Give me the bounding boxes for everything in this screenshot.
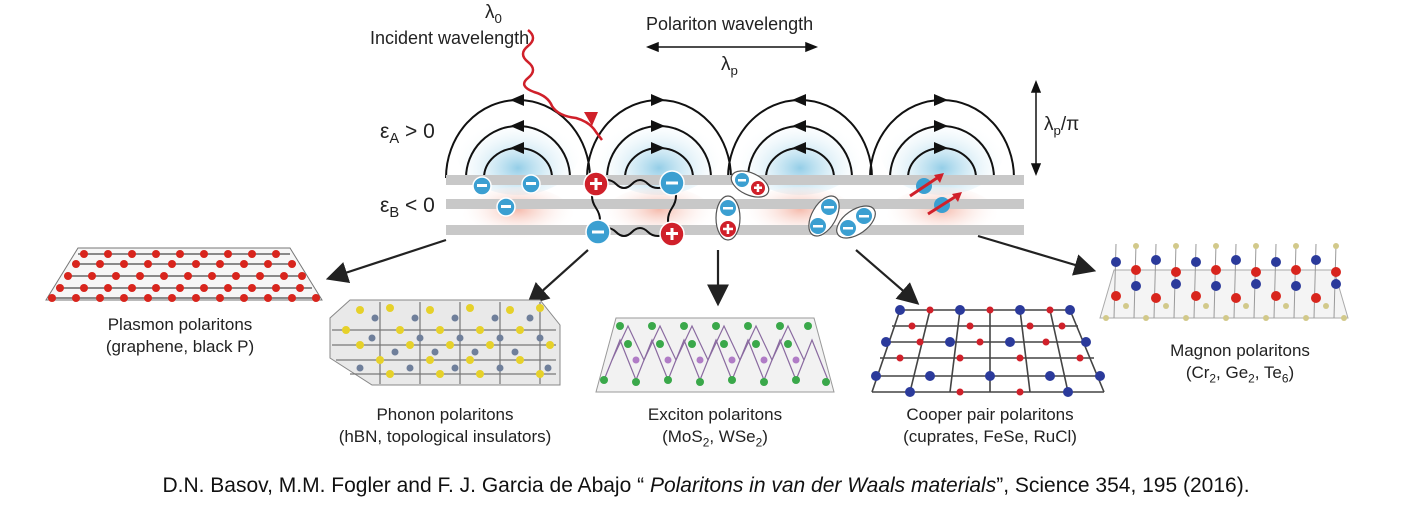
material-arrows bbox=[325, 234, 1097, 307]
plasmon-label: Plasmon polaritons (graphene, black P) bbox=[60, 314, 300, 358]
minus-charge bbox=[585, 219, 611, 245]
spin-arrow bbox=[909, 173, 944, 198]
minus-charge bbox=[840, 220, 856, 236]
cgt-lattice bbox=[1099, 243, 1349, 321]
phonon-name: Phonon polaritons bbox=[376, 405, 514, 424]
minus-charge bbox=[496, 197, 516, 217]
magnon-name: Magnon polaritons bbox=[1170, 341, 1310, 360]
citation-authors: D.N. Basov, M.M. Fogler and F. J. Garcia… bbox=[162, 474, 650, 497]
charges bbox=[472, 170, 962, 247]
hbn-lattice bbox=[329, 299, 561, 386]
minus-charge bbox=[659, 170, 685, 196]
lambda-p-over-pi-label: λp/π bbox=[1044, 114, 1080, 138]
plasmon-name: Plasmon polaritons bbox=[107, 315, 253, 334]
cuprate-lattice bbox=[871, 305, 1105, 397]
exciton-examples: (MoS2, WSe2) bbox=[662, 427, 768, 450]
minus-charge bbox=[735, 173, 749, 187]
lambda0-label: λ0 bbox=[485, 2, 502, 26]
spin-arrow bbox=[927, 192, 962, 216]
magnon-label: Magnon polaritons (Cr2, Ge2, Te6) bbox=[1130, 340, 1350, 389]
minus-charge bbox=[856, 208, 872, 224]
tmd-lattice bbox=[595, 317, 835, 393]
minus-charge bbox=[821, 199, 837, 215]
eps-a-label: εA > 0 bbox=[380, 120, 435, 148]
phonon-label: Phonon polaritons (hBN, topological insu… bbox=[310, 404, 580, 448]
incident-wavelength-label: Incident wavelength bbox=[370, 28, 530, 48]
polariton-wavelength-label: Polariton wavelength bbox=[646, 14, 814, 34]
minus-charge bbox=[472, 176, 492, 196]
plus-charge bbox=[583, 171, 609, 197]
exciton-name: Exciton polaritons bbox=[647, 405, 783, 424]
graphene-lattice bbox=[45, 247, 323, 302]
minus-charge bbox=[810, 218, 826, 234]
cooper-label: Cooper pair polaritons (cuprates, FeSe, … bbox=[870, 404, 1110, 448]
decay-length-arrow bbox=[1030, 79, 1042, 177]
polariton-wavelength-arrow bbox=[645, 41, 819, 53]
plus-charge bbox=[659, 221, 685, 247]
cooper-name: Cooper pair polaritons bbox=[906, 405, 1074, 424]
phonon-examples: (hBN, topological insulators) bbox=[338, 427, 552, 446]
field-arrowheads bbox=[510, 94, 948, 154]
incident-arrowhead bbox=[584, 112, 598, 126]
cooper-examples: (cuprates, FeSe, RuCl) bbox=[903, 427, 1077, 446]
citation-journal: ”, Science 354, 195 (2016). bbox=[996, 474, 1250, 497]
minus-charge bbox=[720, 200, 736, 216]
plus-charge bbox=[751, 181, 765, 195]
incident-wave-arrow bbox=[521, 29, 603, 141]
eps-b-label: εB < 0 bbox=[380, 194, 435, 222]
magnon-examples: (Cr2, Ge2, Te6) bbox=[1185, 363, 1295, 386]
minus-charge bbox=[521, 174, 541, 194]
citation-caption: D.N. Basov, M.M. Fogler and F. J. Garcia… bbox=[0, 474, 1412, 498]
plus-charge bbox=[720, 221, 736, 237]
plasmon-examples: (graphene, black P) bbox=[105, 337, 255, 356]
citation-title: Polaritons in van der Waals materials bbox=[649, 474, 997, 497]
lambda-p-label: λp bbox=[721, 54, 738, 78]
exciton-label: Exciton polaritons (MoS2, WSe2) bbox=[600, 404, 830, 453]
